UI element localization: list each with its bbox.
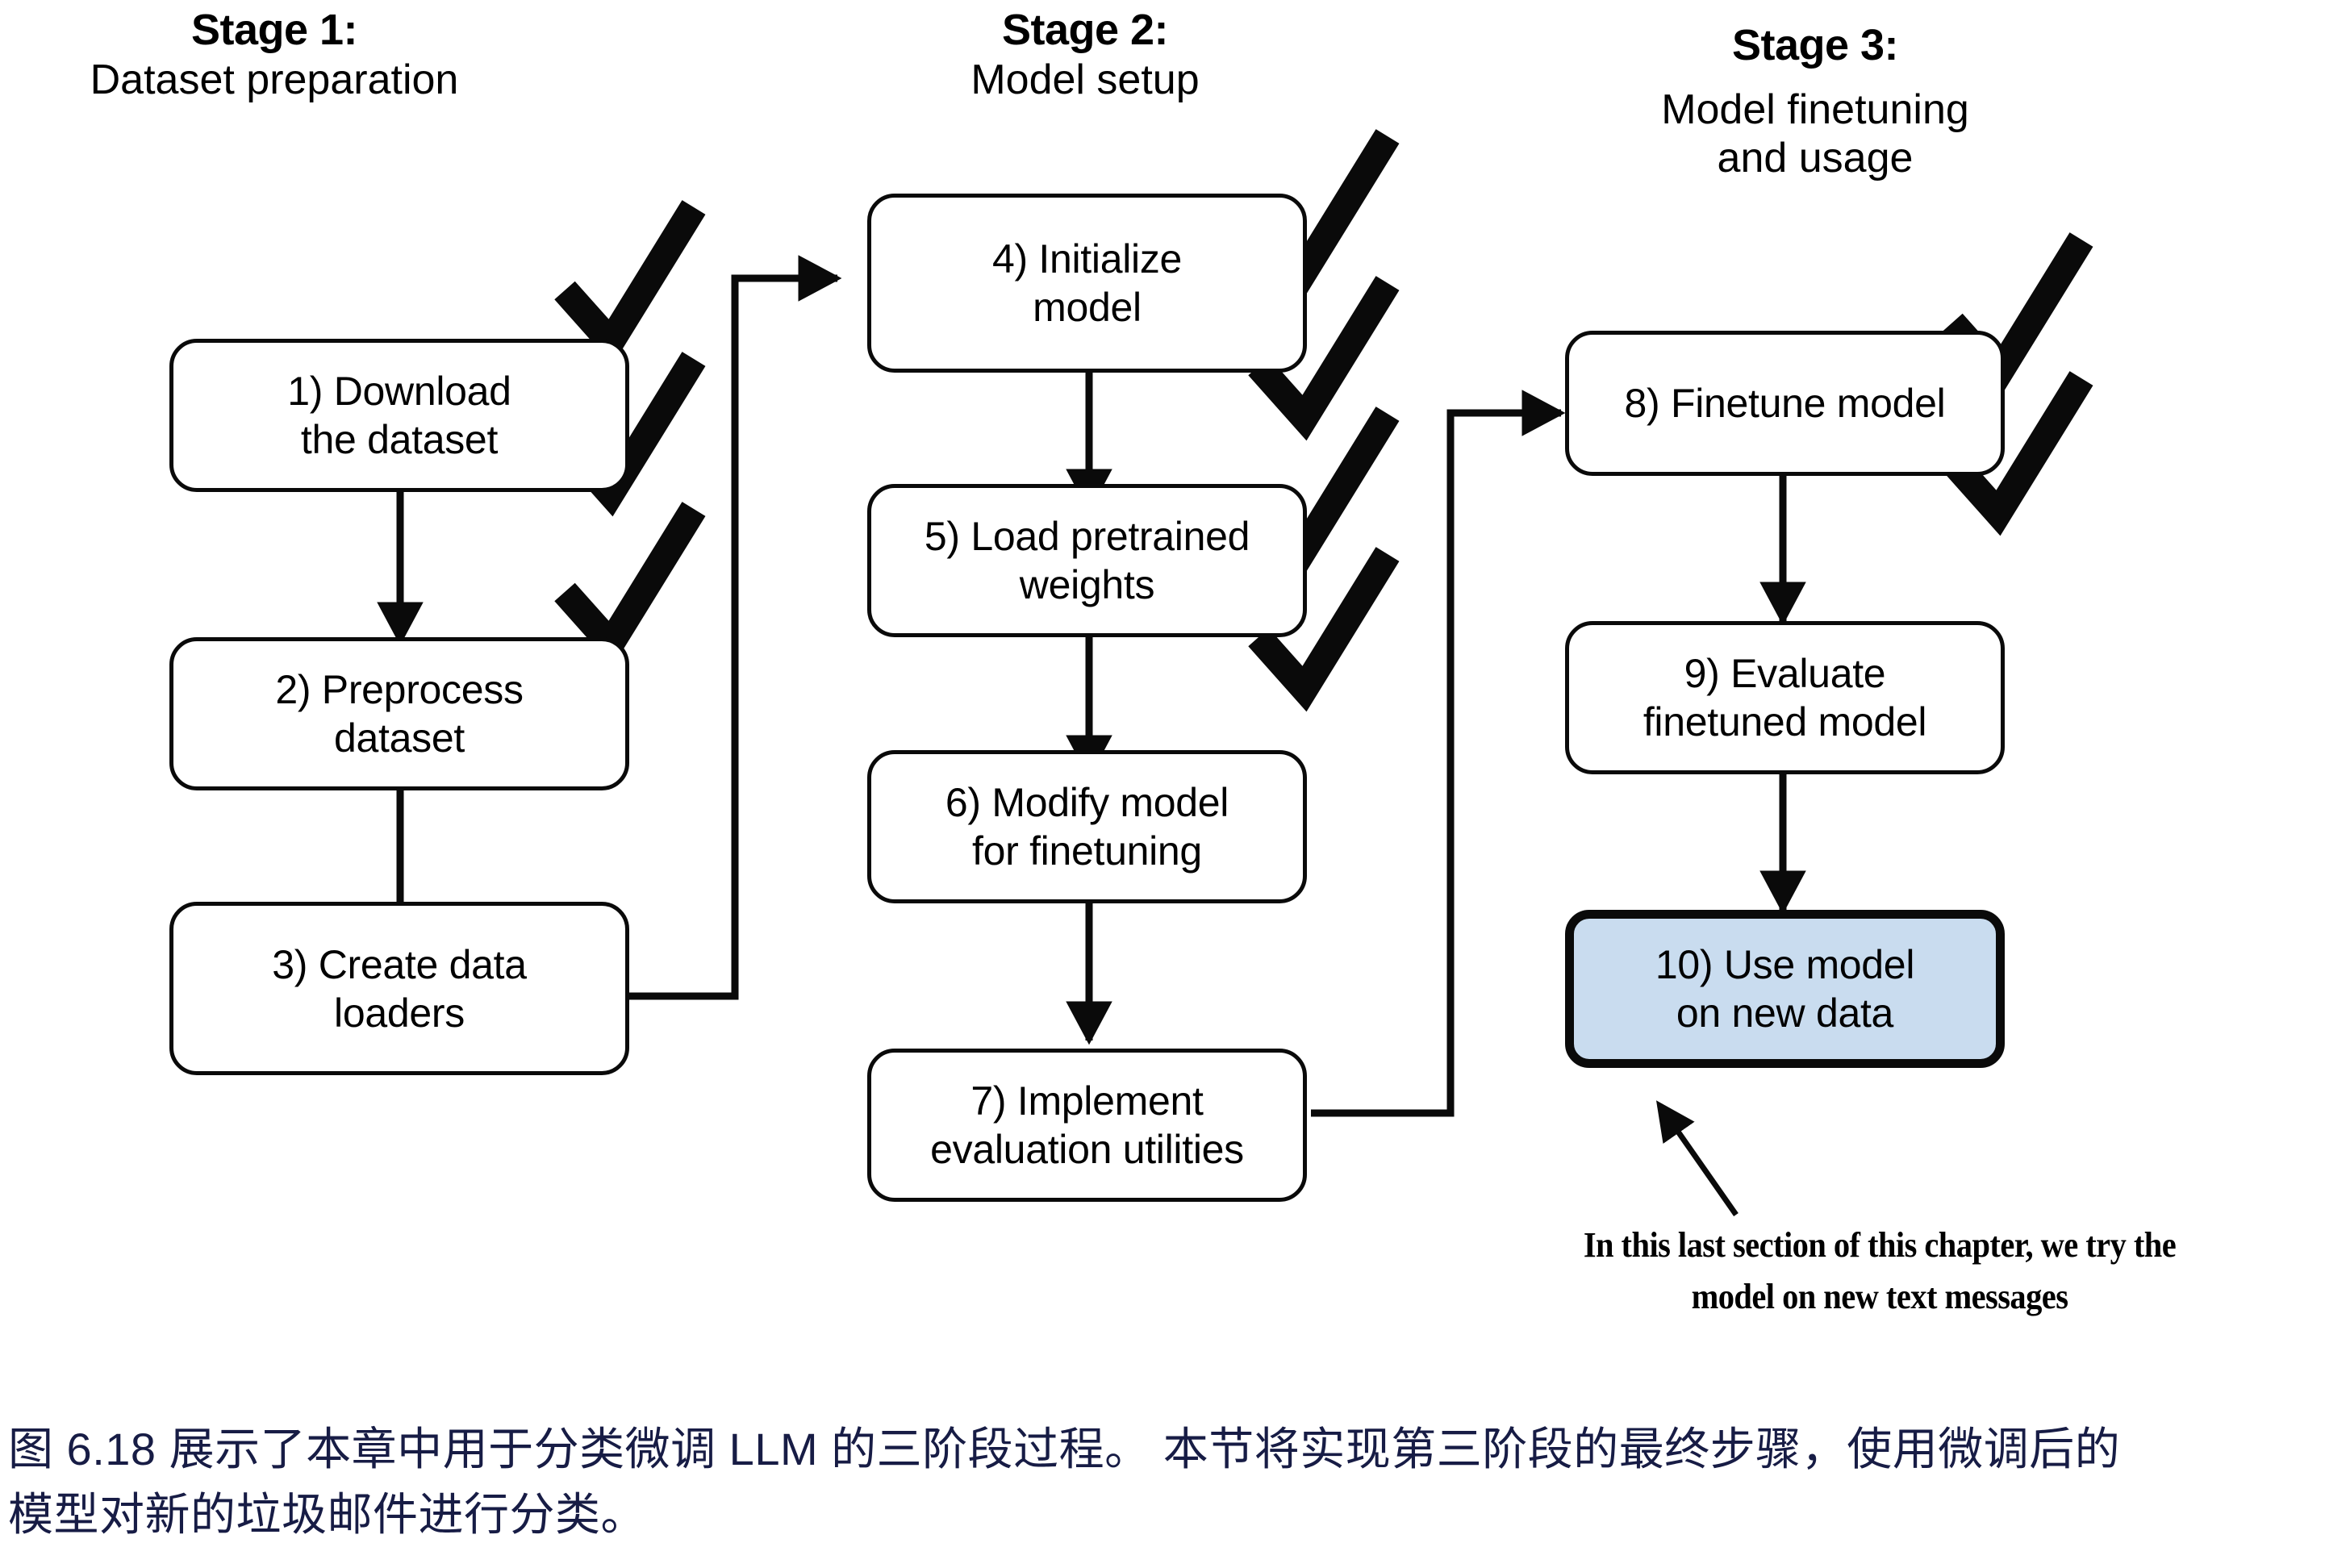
node-9-line2: finetuned model xyxy=(1643,699,1927,744)
stage-2-title: Stage 2: xyxy=(1001,6,1169,54)
node-implement-evaluation-utilities[interactable]: 7) Implement evaluation utilities xyxy=(867,1049,1307,1202)
stage-2-subtitle: Model setup xyxy=(970,56,1200,103)
node-evaluate-finetuned-model[interactable]: 9) Evaluate finetuned model xyxy=(1565,621,2005,774)
stage-heading-1: Stage 1: Dataset preparation xyxy=(48,5,500,104)
node-modify-model[interactable]: 6) Modify model for finetuning xyxy=(867,750,1307,903)
annotation-line2: model on new text messages xyxy=(1691,1276,2068,1316)
check-icon-3 xyxy=(554,502,706,667)
node-1-line2: the dataset xyxy=(300,417,499,462)
check-icon-5 xyxy=(1248,276,1400,441)
stage-3-subtitle: Model finetuning and usage xyxy=(1661,85,1969,182)
node-initialize-model[interactable]: 4) Initialize model xyxy=(867,194,1307,373)
caption-line2: 模型对新的垃圾邮件进行分类。 xyxy=(8,1489,646,1541)
node-4-line2: model xyxy=(1033,285,1142,330)
connector-stage1-to-stage2 xyxy=(625,255,842,1000)
node-6-line2: for finetuning xyxy=(972,828,1202,874)
check-icon-7 xyxy=(1248,547,1400,712)
node-8-line1: 8) Finetune model xyxy=(1624,381,1946,426)
node-5-line1: 5) Load pretrained xyxy=(924,514,1250,559)
check-icon-1 xyxy=(554,200,706,365)
stage-heading-3: Stage 3: Model finetuning and usage xyxy=(1557,5,2073,198)
node-load-pretrained-weights[interactable]: 5) Load pretrained weights xyxy=(867,484,1307,637)
node-7-line1: 7) Implement xyxy=(970,1078,1204,1124)
annotation-text: In this last section of this chapter, we… xyxy=(1479,1220,2281,1323)
figure-caption: 图 6.18 展示了本章中用于分类微调 LLM 的三阶段过程。 本节将实现第三阶… xyxy=(8,1416,2315,1547)
node-finetune-model[interactable]: 8) Finetune model xyxy=(1565,331,2005,476)
stage-3-title: Stage 3: xyxy=(1731,20,1899,69)
caption-line1: 图 6.18 展示了本章中用于分类微调 LLM 的三阶段过程。 本节将实现第三阶… xyxy=(8,1424,2121,1474)
node-7-line2: evaluation utilities xyxy=(930,1127,1244,1172)
node-2-line1: 2) Preprocess xyxy=(275,667,524,712)
node-download-dataset[interactable]: 1) Download the dataset xyxy=(169,339,629,492)
node-4-line1: 4) Initialize xyxy=(991,236,1183,281)
stage-1-title: Stage 1: xyxy=(190,6,358,54)
annotation-pointer-arrow xyxy=(1655,1100,1739,1217)
stage-1-subtitle: Dataset preparation xyxy=(90,56,459,103)
annotation-line1: In this last section of this chapter, we… xyxy=(1583,1225,2177,1265)
node-create-dataloaders[interactable]: 3) Create data loaders xyxy=(169,902,629,1075)
node-10-line2: on new data xyxy=(1676,990,1894,1036)
stage-heading-2: Stage 2: Model setup xyxy=(859,5,1311,104)
node-3-line2: loaders xyxy=(334,990,465,1036)
node-2-line2: dataset xyxy=(334,715,465,761)
node-use-model-on-new-data[interactable]: 10) Use model on new data xyxy=(1565,910,2005,1068)
check-icon-9 xyxy=(1942,371,2093,536)
node-3-line1: 3) Create data xyxy=(272,941,527,987)
node-10-line1: 10) Use model xyxy=(1655,942,1915,987)
node-1-line1: 1) Download xyxy=(287,369,511,414)
node-6-line1: 6) Modify model xyxy=(945,780,1229,825)
node-5-line2: weights xyxy=(1019,562,1155,607)
node-9-line1: 9) Evaluate xyxy=(1684,651,1886,696)
connector-stage2-to-stage3 xyxy=(1311,390,1566,1117)
node-preprocess-dataset[interactable]: 2) Preprocess dataset xyxy=(169,637,629,790)
